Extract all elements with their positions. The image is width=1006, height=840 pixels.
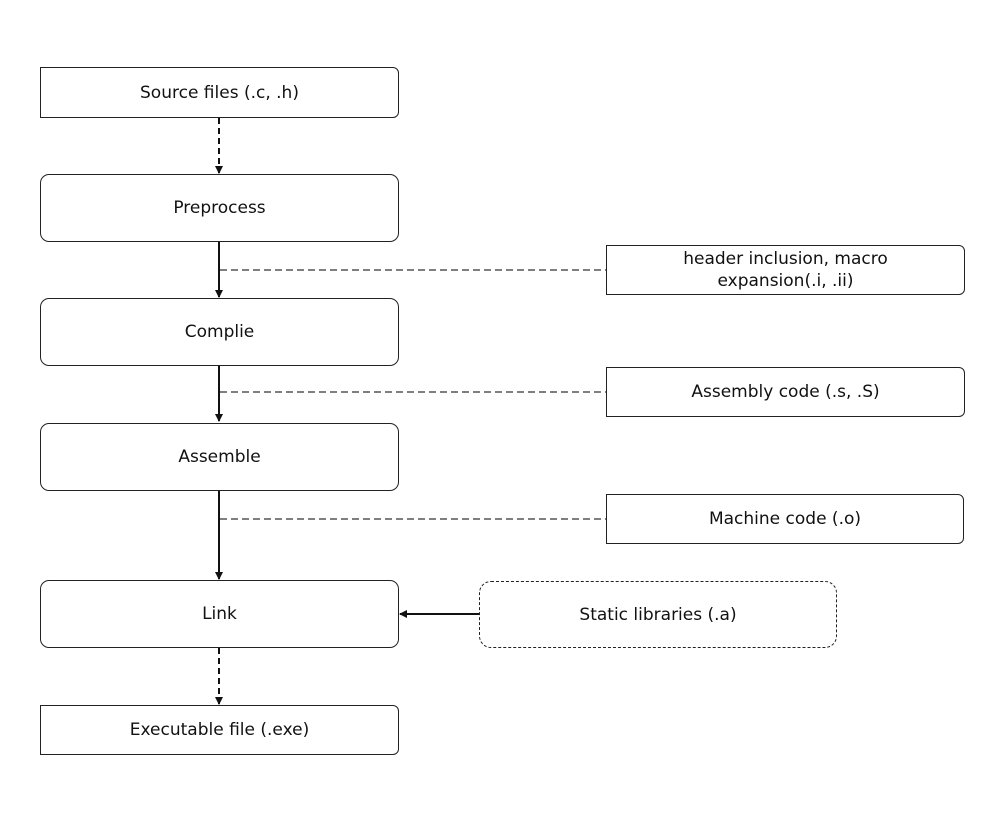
preprocess-node: Preprocess (40, 174, 399, 242)
executable-file-node: Executable file (.exe) (40, 705, 399, 755)
static-libraries-node: Static libraries (.a) (479, 581, 837, 648)
source-files-node: Source files (.c, .h) (40, 67, 399, 118)
compile-node: Complie (40, 298, 399, 366)
assemble-output-label: Machine code (.o) (708, 509, 862, 529)
assemble-node: Assemble (40, 423, 399, 491)
source-files-label: Source files (.c, .h) (140, 82, 299, 103)
executable-file-label: Executable file (.exe) (129, 720, 310, 740)
compile-output-label: Assembly code (.s, .S) (691, 382, 880, 402)
compile-output-node: Assembly code (.s, .S) (606, 367, 965, 417)
assemble-output-node: Machine code (.o) (606, 494, 964, 544)
preprocess-output-label: header inclusion, macro expansion(.i, .i… (683, 249, 888, 291)
compile-label: Complie (184, 322, 255, 342)
link-node: Link (40, 580, 399, 648)
preprocess-label: Preprocess (173, 198, 266, 218)
static-libraries-label: Static libraries (.a) (579, 604, 737, 625)
assemble-label: Assemble (178, 447, 261, 467)
link-label: Link (202, 604, 237, 624)
preprocess-output-node: header inclusion, macro expansion(.i, .i… (606, 245, 965, 295)
